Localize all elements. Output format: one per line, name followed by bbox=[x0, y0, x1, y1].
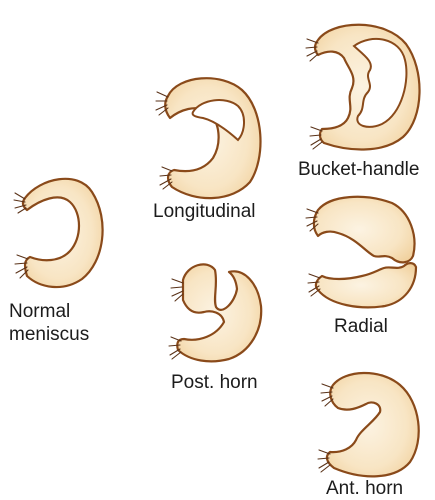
label-radial: Radial bbox=[334, 316, 388, 338]
label-ant-horn: Ant. horn bbox=[326, 478, 403, 500]
ant-horn-tear-figure bbox=[318, 373, 419, 476]
bucket-handle-tear-figure bbox=[306, 25, 420, 150]
post-horn-tear-figure bbox=[169, 264, 261, 361]
label-bucket-handle: Bucket-handle bbox=[298, 159, 419, 181]
radial-tear-figure bbox=[306, 197, 416, 308]
normal-meniscus-figure bbox=[14, 179, 103, 287]
label-normal-line-2: meniscus bbox=[9, 323, 89, 346]
label-normal-line-1: Normal bbox=[9, 300, 89, 323]
longitudinal-tear-figure bbox=[156, 78, 260, 198]
label-longitudinal: Longitudinal bbox=[153, 201, 255, 223]
label-post-horn: Post. horn bbox=[171, 372, 258, 394]
label-normal-meniscus: Normal meniscus bbox=[9, 300, 89, 346]
